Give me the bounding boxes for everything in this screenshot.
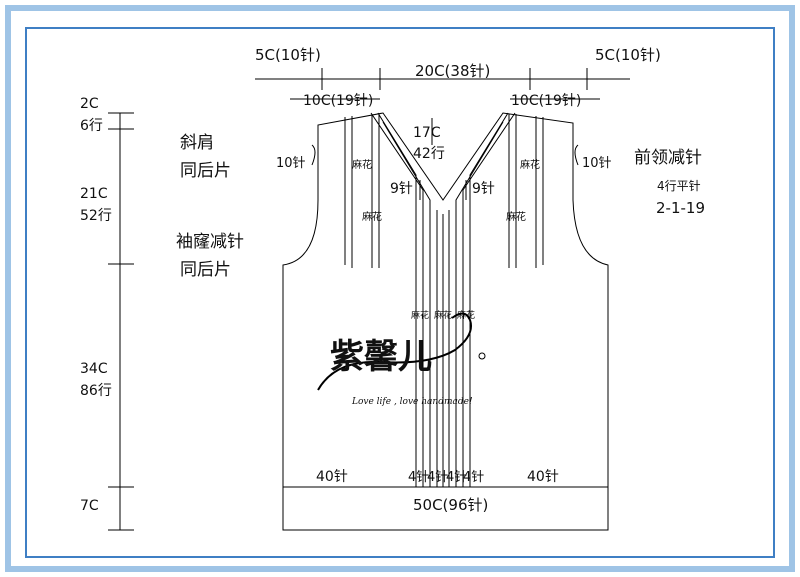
ruler-21c-label: 21C — [80, 186, 108, 202]
logo-swirl — [317, 312, 472, 391]
logo-dot-1 — [478, 352, 486, 360]
cable-label-left-upper: 麻花 — [352, 158, 372, 171]
bottom-center-sts-4: 4针 — [463, 470, 484, 485]
right-neck-width-label: 10C(19针) — [511, 93, 581, 109]
right-neck-sts: 9针 — [472, 181, 495, 197]
note-armhole-decrease: 袖窿减针 — [176, 232, 244, 252]
ruler-34c-label: 34C — [80, 361, 108, 377]
bottom-center-sts-2: 4针 — [427, 470, 448, 485]
left-armhole-sts: 10针 — [276, 156, 306, 171]
note-decrease-formula: 2-1-19 — [656, 199, 705, 217]
ruler-86rows-label: 86行 — [80, 383, 112, 399]
top-right-shoulder-label: 5C(10针) — [595, 46, 661, 64]
ruler-52rows-label: 52行 — [80, 208, 112, 224]
left-neck-sts: 9针 — [390, 181, 413, 197]
bottom-left-sts: 40针 — [316, 469, 348, 485]
cable-label-right-lower: 麻花 — [506, 210, 526, 223]
cable-label-left-lower: 麻花 — [362, 210, 382, 223]
right-armhole-sts: 10针 — [582, 156, 612, 171]
outer-border — [5, 5, 795, 572]
cable-label-right-upper: 麻花 — [520, 158, 540, 171]
cable-label-center-2: 麻花 — [434, 309, 452, 321]
top-center-label: 20C(38针) — [415, 62, 490, 80]
note-front-neck-decrease: 前领减针 — [634, 148, 702, 168]
note-shoulder-slope: 斜肩 — [180, 133, 214, 153]
logo-slogan: Love life , love handmade! — [351, 397, 473, 407]
watermark-logo: 紫馨儿 Love life , love handmade! — [317, 312, 486, 407]
note-same-as-back-1: 同后片 — [180, 161, 231, 181]
left-neck-width-label: 10C(19针) — [303, 93, 373, 109]
bottom-center-sts-1: 4针 — [408, 470, 429, 485]
note-same-as-back-2: 同后片 — [180, 260, 231, 280]
inner-border — [25, 27, 775, 558]
logo-text: 紫馨儿 — [330, 337, 432, 377]
drawing-lines — [108, 68, 630, 531]
hem-width-label: 50C(96针) — [413, 496, 488, 514]
ruler-7c-label: 7C — [80, 498, 99, 514]
neck-depth-rows-label: 42行 — [413, 146, 445, 162]
ruler-2c-label: 2C — [80, 96, 99, 112]
cable-label-center-1: 麻花 — [411, 309, 429, 321]
ruler-6rows-label: 6行 — [80, 118, 103, 134]
bottom-center-sts-3: 4针 — [446, 470, 467, 485]
neck-depth-label: 17C — [413, 125, 441, 141]
top-left-shoulder-label: 5C(10针) — [255, 46, 321, 64]
note-decrease-rows: 4行平针 — [657, 178, 701, 193]
bottom-right-sts: 40针 — [527, 469, 559, 485]
